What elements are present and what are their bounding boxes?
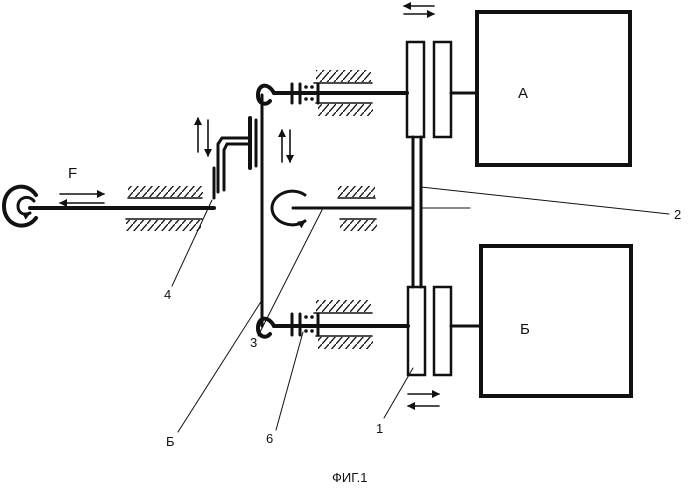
force-arrows <box>60 194 104 203</box>
upper-shaft <box>274 70 477 116</box>
top-direction-arrows <box>404 6 434 14</box>
middle-shaft <box>272 186 470 231</box>
lower-clutch <box>408 287 451 375</box>
callout-1: 1 <box>376 421 383 436</box>
unit-a-label: А <box>518 85 528 102</box>
callout-2: 2 <box>674 207 681 222</box>
figure-caption: ФИГ.1 <box>332 470 368 485</box>
callout-5: Б <box>166 434 175 449</box>
force-label: F <box>68 165 77 182</box>
middle-vertical-arrows <box>282 130 290 162</box>
unit-b-label: Б <box>520 321 530 338</box>
upper-clutch <box>407 42 451 137</box>
input-rod <box>30 186 214 231</box>
upper-left-vertical-arrows <box>198 118 208 156</box>
bottom-direction-arrows <box>408 394 439 406</box>
crank-link <box>214 138 250 198</box>
unit-a-box <box>477 12 630 165</box>
connecting-bar <box>413 137 421 287</box>
unit-b-box <box>481 246 631 396</box>
callout-3: 3 <box>250 335 257 350</box>
callout-4: 4 <box>164 287 171 302</box>
callout-6: 6 <box>266 431 273 446</box>
